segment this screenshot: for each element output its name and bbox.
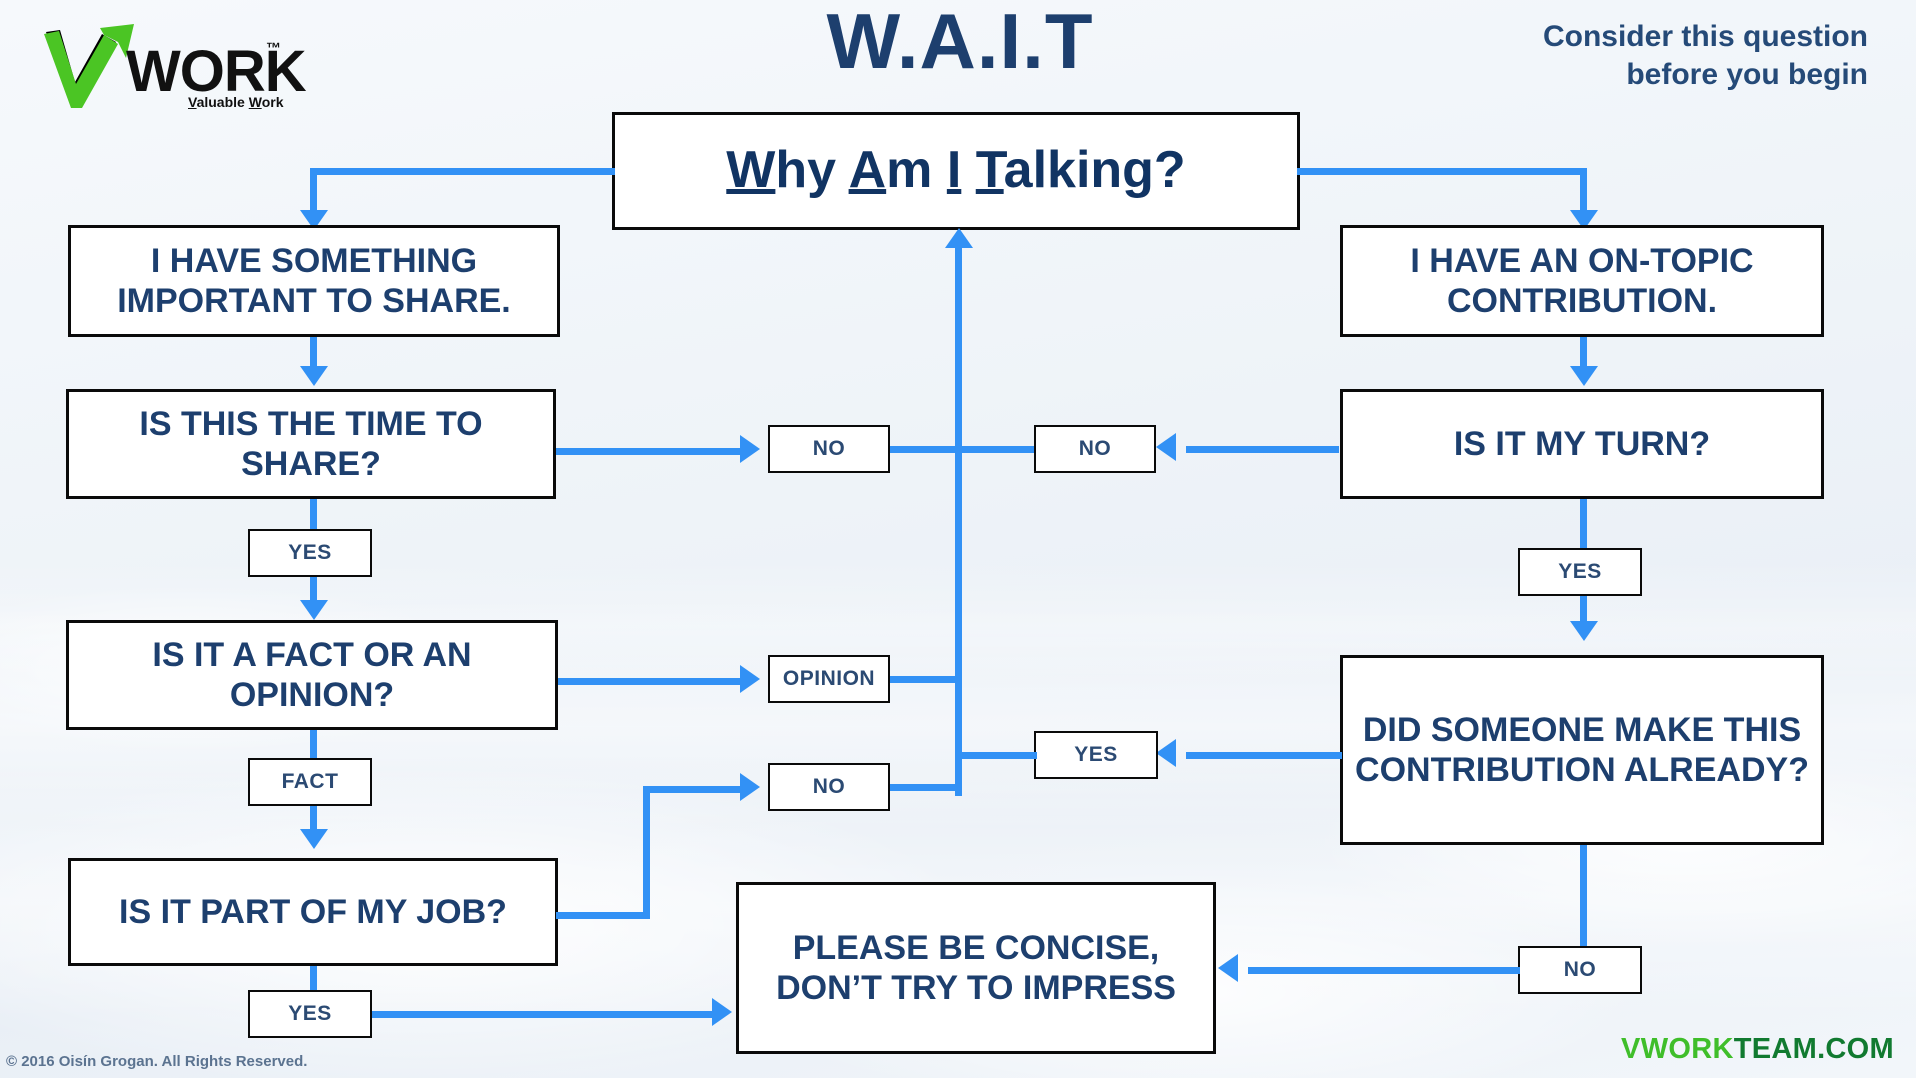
connector-no-job-to-riser [890, 784, 960, 791]
connector-main-to-left-drop [310, 168, 317, 216]
label-left-no-job-text: NO [812, 775, 846, 798]
connector-right-start-to-q1 [1580, 337, 1587, 371]
node-left-q3[interactable]: IS IT PART OF MY JOB? [68, 858, 558, 966]
connector-main-to-right [1297, 168, 1587, 175]
connector-left-q3-no-b [643, 786, 650, 919]
connector-left-q2-opinion [558, 678, 748, 685]
node-left-start-text: I HAVE SOMETHING IMPORTANT TO SHARE. [117, 241, 511, 320]
main-question-text: Why Am I Talking? [726, 141, 1186, 200]
node-left-q2[interactable]: IS IT A FACT OR AN OPINION? [66, 620, 558, 730]
node-outcome[interactable]: PLEASE BE CONCISE, DON’T TRY TO IMPRESS [736, 882, 1216, 1054]
vwork-logo[interactable]: WORK ™ Valuable Work [38, 14, 307, 114]
label-fact-text: FACT [281, 770, 339, 793]
logo-tagline: Valuable Work [188, 94, 284, 110]
connector-left-q2-fact-bottom [310, 806, 317, 834]
label-right-yes-already[interactable]: YES [1034, 731, 1158, 779]
label-right-yes-turn-text: YES [1558, 560, 1602, 583]
copyright-notice: © 2016 Oisín Grogan. All Rights Reserved… [6, 1053, 308, 1070]
connector-central-riser [955, 246, 962, 796]
label-left-yes-job-text: YES [288, 1002, 332, 1025]
label-right-no-already-text: NO [1563, 958, 1597, 981]
connector-left-q3-no-a [556, 912, 650, 919]
connector-left-q1-yes-top [310, 499, 317, 529]
connector-right-q2-no-top [1580, 845, 1587, 946]
label-left-yes-job[interactable]: YES [248, 990, 372, 1038]
node-left-q1[interactable]: IS THIS THE TIME TO SHARE? [66, 389, 556, 499]
website-url-part-2: TEAM.COM [1733, 1033, 1894, 1065]
arrowhead-left-q1 [300, 366, 328, 386]
node-left-q1-text: IS THIS THE TIME TO SHARE? [139, 404, 483, 483]
connector-yes-already-to-riser [955, 752, 1037, 759]
trademark-symbol: ™ [266, 40, 281, 57]
arrowhead-right-q1 [1570, 366, 1598, 386]
arrowhead-left-q3 [300, 829, 328, 849]
arrowhead-right-yes-already [1156, 739, 1176, 767]
arrowhead-into-main-question [945, 228, 973, 248]
label-left-yes-time-text: YES [288, 541, 332, 564]
connector-left-q1-no [556, 448, 748, 455]
logo-wordmark: WORK [126, 39, 307, 104]
page-title: W.A.I.T [826, 0, 1094, 85]
label-opinion-text: OPINION [782, 667, 876, 690]
node-right-q1-text: IS IT MY TURN? [1453, 424, 1711, 463]
arrowhead-left-no-label [740, 435, 760, 463]
connector-right-no-to-outcome [1248, 967, 1520, 974]
node-right-start[interactable]: I HAVE AN ON-TOPIC CONTRIBUTION. [1340, 225, 1824, 337]
node-right-q1[interactable]: IS IT MY TURN? [1340, 389, 1824, 499]
connector-left-q1-yes-bottom [310, 577, 317, 605]
arrowhead-left-no-job [740, 773, 760, 801]
connector-left-start-to-q1 [310, 337, 317, 371]
connector-no-to-no [890, 446, 1034, 453]
website-url-part-1: VWORK [1621, 1033, 1734, 1065]
node-right-q2-text: DID SOMEONE MAKE THIS CONTRIBUTION ALREA… [1355, 710, 1809, 789]
node-left-start[interactable]: I HAVE SOMETHING IMPORTANT TO SHARE. [68, 225, 560, 337]
connector-main-to-left [310, 168, 615, 175]
node-right-start-text: I HAVE AN ON-TOPIC CONTRIBUTION. [1410, 241, 1754, 320]
connector-left-q3-no-c [643, 786, 748, 793]
connector-right-q2-yes [1186, 752, 1342, 759]
arrowhead-outcome-left [712, 998, 732, 1026]
label-right-yes-already-text: YES [1074, 743, 1118, 766]
arrowhead-right-no-label [1156, 433, 1176, 461]
website-url[interactable]: VWORKTEAM.COM [1621, 1033, 1894, 1066]
node-right-q2[interactable]: DID SOMEONE MAKE THIS CONTRIBUTION ALREA… [1340, 655, 1824, 845]
connector-opinion-to-riser [890, 676, 960, 683]
connector-right-q1-yes-top [1580, 499, 1587, 548]
connector-left-q3-yes-top [310, 966, 317, 990]
connector-left-q2-fact-top [310, 730, 317, 758]
node-left-q3-text: IS IT PART OF MY JOB? [119, 892, 507, 931]
connector-left-yes-to-outcome [372, 1011, 720, 1018]
label-fact[interactable]: FACT [248, 758, 372, 806]
subtitle-line-1: Consider this question [1542, 20, 1868, 53]
label-right-no-already[interactable]: NO [1518, 946, 1642, 994]
arrowhead-left-q2 [300, 600, 328, 620]
label-left-no-time[interactable]: NO [768, 425, 890, 473]
connector-right-q1-no [1186, 446, 1339, 453]
connector-right-q1-yes-bottom [1580, 596, 1587, 626]
connector-main-to-right-drop [1580, 168, 1587, 216]
node-main-question[interactable]: Why Am I Talking? [612, 112, 1300, 230]
subtitle-prompt: Consider this question before you begin [1438, 18, 1868, 95]
arrowhead-outcome-right [1218, 954, 1238, 982]
label-right-no-turn[interactable]: NO [1034, 425, 1156, 473]
label-right-no-turn-text: NO [1078, 437, 1112, 460]
arrowhead-opinion-label [740, 665, 760, 693]
label-right-yes-turn[interactable]: YES [1518, 548, 1642, 596]
label-opinion[interactable]: OPINION [768, 655, 890, 703]
green-v-arrow-icon [44, 24, 134, 108]
subtitle-line-2: before you begin [1626, 58, 1868, 92]
node-left-q2-text: IS IT A FACT OR AN OPINION? [152, 635, 472, 714]
label-left-no-job[interactable]: NO [768, 763, 890, 811]
label-left-yes-time[interactable]: YES [248, 529, 372, 577]
node-outcome-text: PLEASE BE CONCISE, DON’T TRY TO IMPRESS [776, 928, 1176, 1007]
arrowhead-right-q2 [1570, 621, 1598, 641]
label-left-no-time-text: NO [812, 437, 846, 460]
